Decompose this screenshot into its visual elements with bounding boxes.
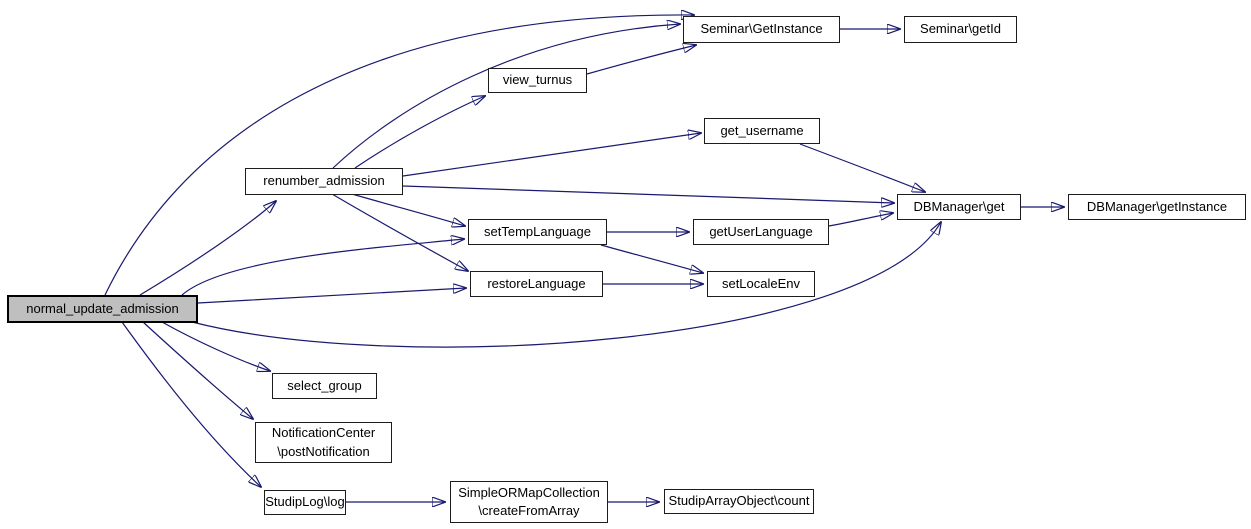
edge-view_turnus-to-seminar_getinstance xyxy=(586,45,696,75)
node-get_username[interactable]: get_username xyxy=(704,118,820,144)
node-dbmanager-getinstance[interactable]: DBManager\getInstance xyxy=(1068,194,1246,220)
node-restorelanguage[interactable]: restoreLanguage xyxy=(470,271,603,297)
edge-settemplanguage-to-setlocaleenv xyxy=(600,244,703,273)
edge-normal_update_admission-to-seminar_getinstance xyxy=(104,15,694,296)
node-notificationcenter-postnotification[interactable]: NotificationCenter \postNotification xyxy=(255,422,392,463)
edge-getuserlanguage-to-dbmanager_get xyxy=(828,213,893,227)
edge-normal_update_admission-to-select_group xyxy=(161,321,270,371)
edge-normal_update_admission-to-notificationcenter_postnotification xyxy=(142,321,253,419)
edge-renumber_admission-to-dbmanager_get xyxy=(402,185,894,203)
edge-normal_update_admission-to-restorelanguage xyxy=(197,288,466,304)
edge-normal_update_admission-to-studiplog_log xyxy=(121,321,261,487)
edge-renumber_admission-to-get_username xyxy=(402,133,701,177)
node-getuserlanguage[interactable]: getUserLanguage xyxy=(693,219,829,245)
edge-normal_update_admission-to-dbmanager_get xyxy=(191,222,941,348)
edge-normal_update_admission-to-settemplanguage xyxy=(181,239,464,296)
node-seminar-getinstance[interactable]: Seminar\GetInstance xyxy=(683,16,840,43)
node-renumber_admission[interactable]: renumber_admission xyxy=(245,168,403,195)
edge-normal_update_admission-to-renumber_admission xyxy=(139,201,276,296)
node-studiparrayobject-count[interactable]: StudipArrayObject\count xyxy=(664,489,814,514)
edge-renumber_admission-to-seminar_getinstance xyxy=(332,24,680,169)
edge-renumber_admission-to-view_turnus xyxy=(354,96,485,169)
edge-renumber_admission-to-restorelanguage xyxy=(331,193,468,271)
node-view_turnus[interactable]: view_turnus xyxy=(488,68,587,93)
edge-renumber_admission-to-settemplanguage xyxy=(351,193,465,226)
node-select_group[interactable]: select_group xyxy=(272,373,377,399)
node-normal_update_admission: normal_update_admission xyxy=(7,295,198,323)
node-studiplog-log[interactable]: StudipLog\log xyxy=(264,490,346,515)
edge-get_username-to-dbmanager_get xyxy=(799,143,925,192)
node-seminar-getid[interactable]: Seminar\getId xyxy=(904,16,1017,43)
node-dbmanager-get[interactable]: DBManager\get xyxy=(897,194,1021,220)
node-setlocaleenv[interactable]: setLocaleEnv xyxy=(707,271,815,297)
node-simpleormapcollection-createfromarray[interactable]: SimpleORMapCollection \createFromArray xyxy=(450,481,608,523)
node-settemplanguage[interactable]: setTempLanguage xyxy=(468,219,607,245)
